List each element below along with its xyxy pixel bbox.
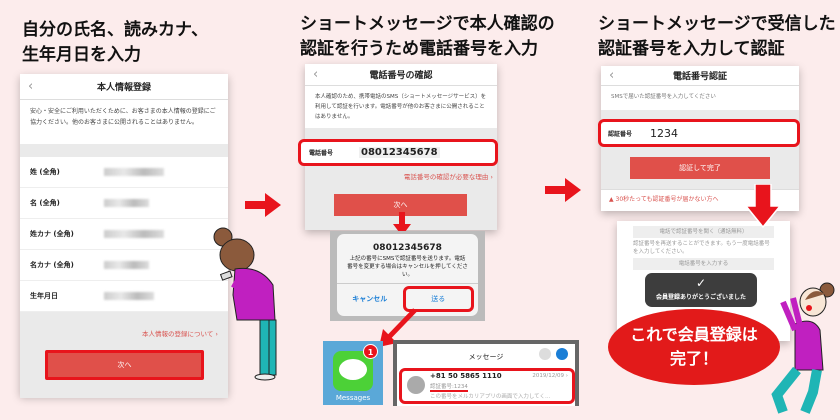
step3-title: ショートメッセージで受信した 認証番号を入力して認証 — [598, 14, 836, 59]
sms-message-item[interactable]: +81 50 5865 1110 2019/12/09 › 認証番号:1234 … — [399, 368, 575, 404]
phone-reason-link[interactable]: 電話番号の確認が必要な理由 › — [403, 173, 493, 181]
right-arrow-icon — [545, 178, 581, 202]
code-field[interactable]: 認証番号 1234 — [598, 119, 800, 147]
down-arrow-icon — [745, 184, 781, 228]
date: 2019/12/09 › — [532, 373, 568, 379]
badge-count: 1 — [363, 344, 378, 359]
success-toast: ✓ 会員登録ありがとうございました — [645, 273, 757, 307]
screen-title: 電話番号認証 — [672, 72, 727, 82]
diagonal-arrow-icon — [379, 308, 417, 347]
message-list: メッセージ +81 50 5865 1110 2019/12/09 › 認証番号… — [393, 340, 579, 406]
bg-line: 認証番号を再送することができます。もう一度電話番号を入力してください。 — [633, 241, 770, 255]
more-icon[interactable] — [539, 348, 551, 360]
code-label: 認証番号 — [608, 130, 633, 138]
send-button[interactable]: 送る — [402, 285, 474, 312]
check-icon: ✓ — [695, 276, 707, 290]
profile-form-screen: ‹ 本人情報登録 安心・安全にご利用いただくために、お客さまの本人情報の登録にご協… — [20, 74, 228, 398]
profile-info-link[interactable]: 本人情報の登録について › — [142, 330, 218, 338]
blurred-input[interactable] — [104, 199, 149, 207]
bg-line: 電話で認証番号を聞く（通話無料） — [633, 226, 774, 238]
blurred-input[interactable] — [104, 168, 164, 176]
description: 安心・安全にご利用いただくために、お客さまの本人情報の登録にご協力ください。他の… — [30, 108, 216, 126]
next-button[interactable]: 次へ — [334, 194, 467, 216]
celebrating-woman-illustration — [771, 282, 835, 414]
phone-value: 08012345678 — [359, 147, 440, 158]
description: 本人確認のため、携帯電話のSMS（ショートメッセージサービス）を利用して認証を行… — [305, 86, 497, 128]
message-list-title: メッセージ — [468, 353, 504, 361]
dialog-number: 08012345678 — [373, 243, 442, 253]
field-label: 生年月日 — [30, 292, 58, 300]
toast-text: 会員登録ありがとうございました — [655, 294, 746, 301]
woman-using-phone-illustration — [213, 227, 277, 381]
description: SMSで届いた認証番号を入力してください — [601, 86, 799, 110]
speech-bubble-icon — [339, 359, 367, 380]
avatar — [407, 376, 425, 394]
blurred-input[interactable] — [104, 230, 164, 238]
field-label: 名カナ (全角) — [30, 261, 74, 269]
sender: +81 50 5865 1110 — [430, 372, 502, 380]
step1-title: 自分の氏名、読みカナ、 生年月日を入力 — [22, 20, 209, 65]
right-arrow-icon — [245, 193, 281, 217]
screen-title: 電話番号の確認 — [369, 71, 433, 81]
blurred-input[interactable] — [104, 292, 154, 300]
down-arrow-icon — [393, 212, 411, 236]
back-icon[interactable]: ‹ — [28, 79, 34, 94]
back-icon[interactable]: ‹ — [609, 68, 615, 83]
compose-icon[interactable] — [556, 348, 568, 360]
sms-confirm-dialog: 08012345678 上記の番号にSMSで認証番号を送ります。電話番号を変更す… — [337, 234, 478, 316]
dialog-text: 上記の番号にSMSで認証番号を送ります。電話番号を変更する場合はキャンセルを押し… — [347, 256, 468, 278]
verify-complete-button[interactable]: 認証して完了 — [630, 157, 770, 179]
blurred-input[interactable] — [104, 261, 149, 269]
step2-title: ショートメッセージで本人確認の 認証を行うため電話番号を入力 — [300, 14, 555, 59]
preview: この番号をメルカリアプリの画面で入力してく… — [430, 394, 551, 400]
next-button[interactable]: 次へ — [45, 350, 204, 380]
cancel-button[interactable]: キャンセル — [352, 294, 388, 303]
phone-number-field[interactable]: 電話番号 08012345678 — [298, 139, 498, 166]
field-label: 姓カナ (全角) — [30, 230, 74, 238]
screen-title: 本人情報登録 — [96, 83, 151, 93]
field-label: 名 (全角) — [30, 199, 60, 207]
messages-app-icon[interactable]: 1 Messages — [323, 341, 383, 405]
app-label: Messages — [335, 394, 371, 402]
code-value: 1234 — [650, 126, 678, 140]
field-label: 姓 (全角) — [30, 168, 60, 176]
bg-line: 電話番号を入力する — [633, 258, 774, 270]
back-icon[interactable]: ‹ — [313, 67, 319, 82]
code-line: 認証番号:1234 — [430, 384, 468, 392]
phone-label: 電話番号 — [309, 150, 334, 157]
completion-callout: これで会員登録は 完了！ — [608, 309, 780, 385]
